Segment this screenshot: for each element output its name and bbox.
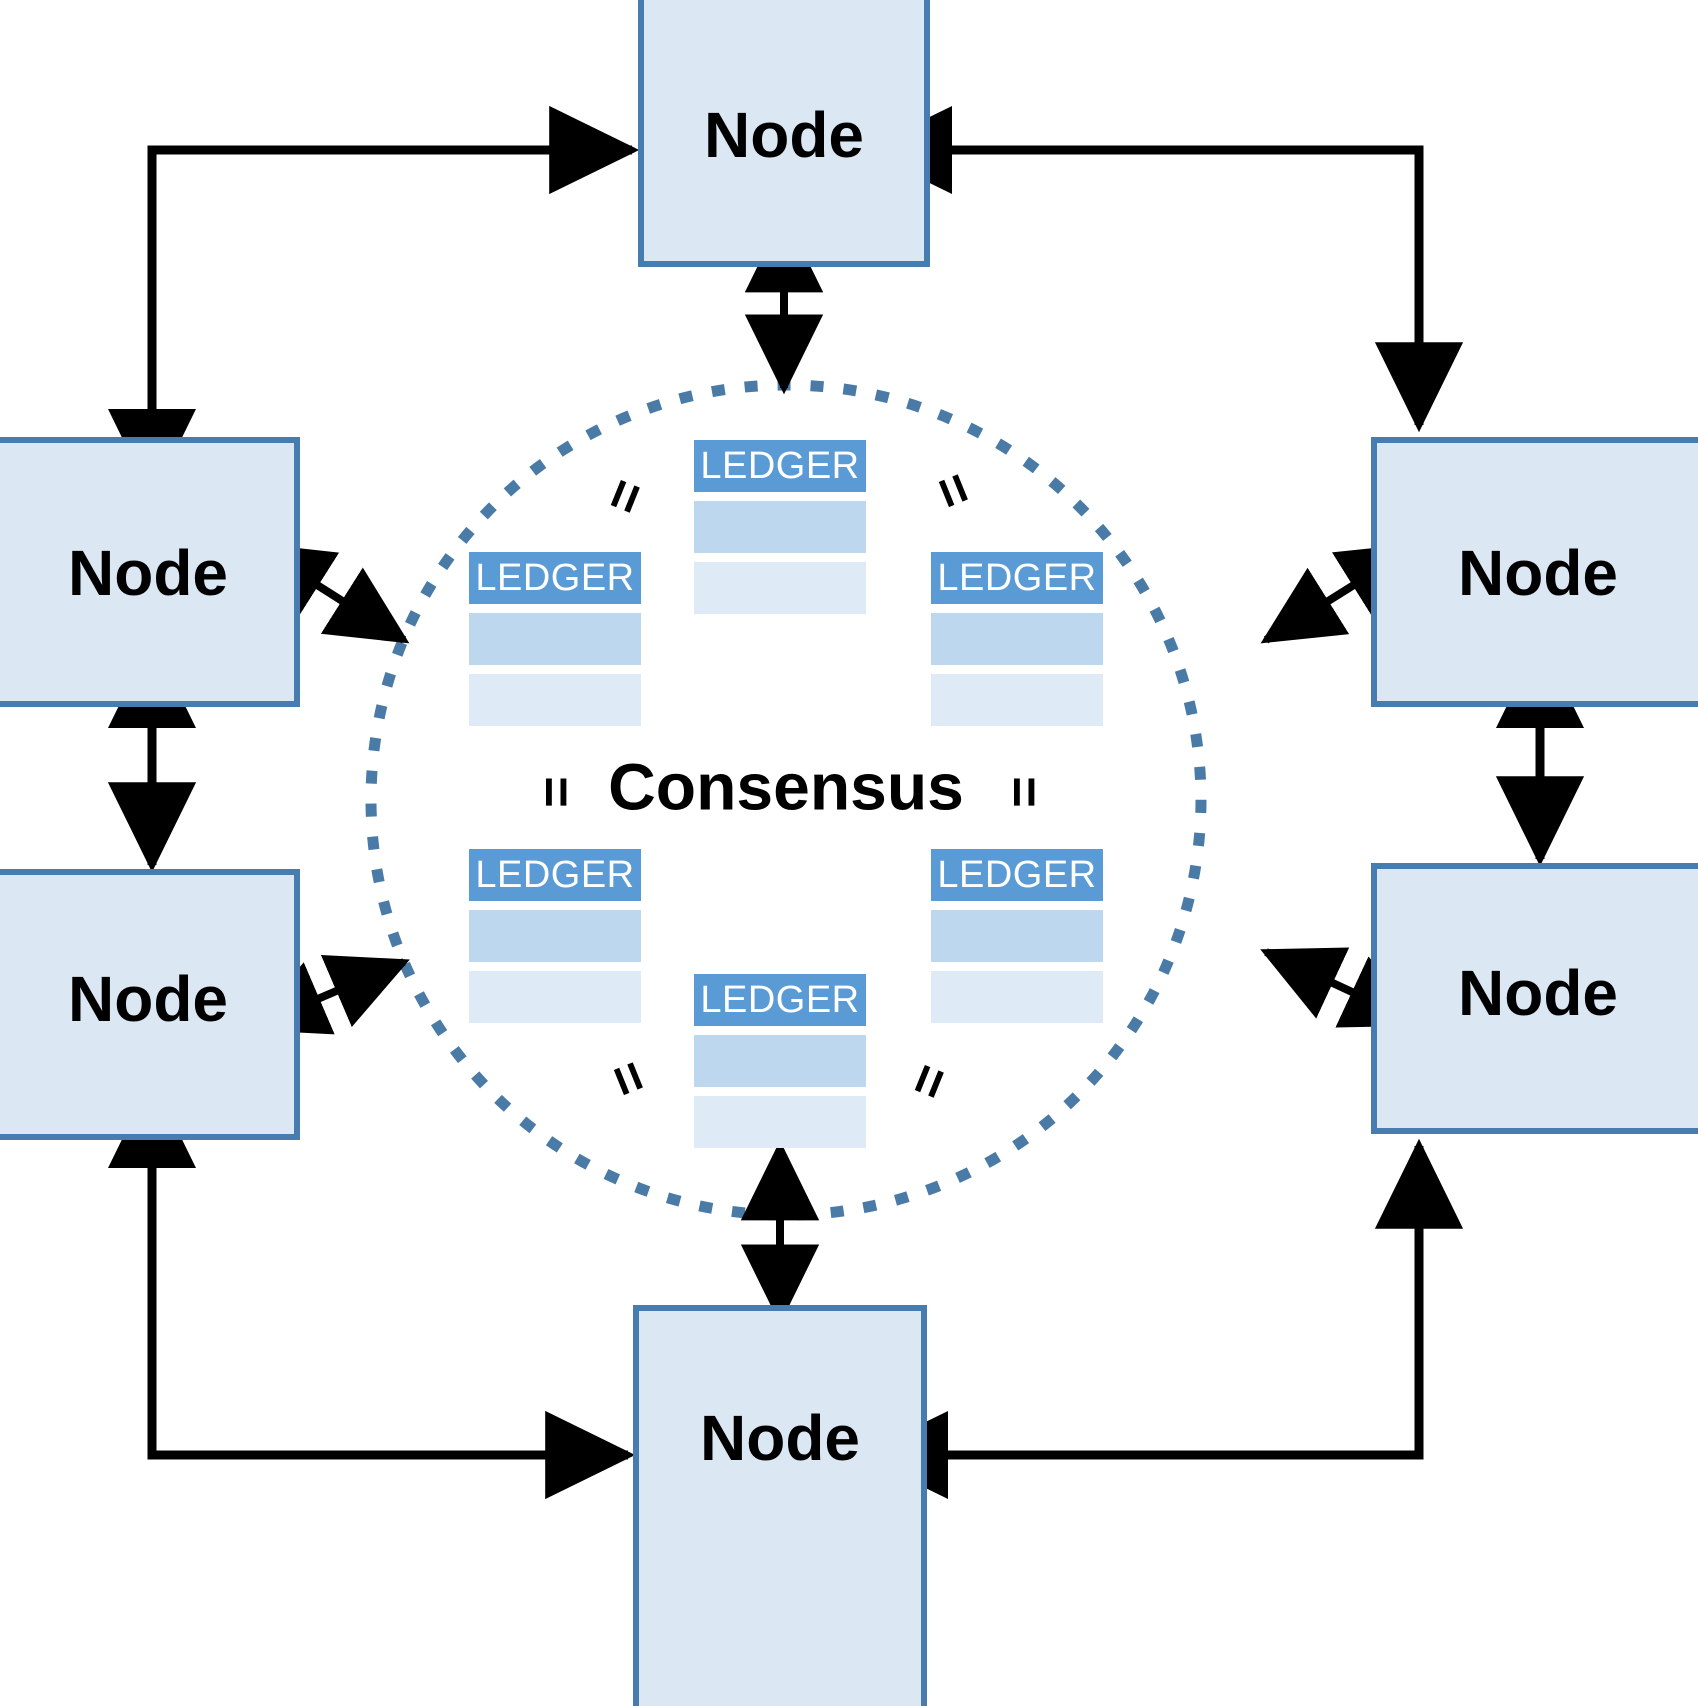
- ledger-bottom-label: LEDGER: [700, 979, 859, 1021]
- center-connectors: [245, 212, 1425, 1325]
- equals-sign-icon-mid-left: =: [527, 776, 587, 808]
- node-top-label: Node: [704, 99, 864, 171]
- node-box[interactable]: [638, 0, 930, 267]
- node-right-lower-label: Node: [1458, 957, 1618, 1029]
- node-box[interactable]: [1371, 863, 1698, 1134]
- ledger-row-mid: [694, 501, 866, 553]
- ledger-row-mid: [469, 613, 641, 665]
- node-right-upper-label: Node: [1458, 537, 1618, 609]
- ledger-row-mid: [469, 910, 641, 962]
- ledger-upper-left-label: LEDGER: [475, 557, 634, 599]
- ledger-lower-left[interactable]: LEDGER: [469, 849, 641, 1023]
- ledger-row-light: [931, 971, 1103, 1023]
- ledger-header: [931, 849, 1103, 901]
- ledger-header: [469, 552, 641, 604]
- ledger-bottom[interactable]: LEDGER: [694, 974, 866, 1148]
- ledger-row-light: [694, 562, 866, 614]
- node-left-upper-label: Node: [68, 537, 228, 609]
- ledger-upper-right-label: LEDGER: [937, 557, 1096, 599]
- conn-bottomleft-elbow: [107, 1078, 636, 1500]
- equals-sign-icon-mid-right: =: [995, 776, 1055, 808]
- node-box[interactable]: [633, 1305, 927, 1706]
- ledger-header: [931, 552, 1103, 604]
- equals-sign-icon-bottom-right: =: [896, 1056, 963, 1108]
- conn-topleft-elbow: [107, 105, 640, 499]
- ledger-top-label: LEDGER: [700, 445, 859, 487]
- equals-sign-icon-top-left: =: [592, 471, 659, 523]
- ledger-header: [694, 974, 866, 1026]
- node-bottom-label: Node: [700, 1402, 860, 1474]
- ledger-row-light: [469, 971, 641, 1023]
- node-box[interactable]: [0, 869, 300, 1140]
- node-right-lower[interactable]: Node: [1371, 863, 1698, 1134]
- conn-bottomright-elbow: [858, 1138, 1464, 1500]
- outer-connectors: [107, 105, 1585, 1500]
- consensus-label: Consensus: [608, 749, 964, 823]
- ledger-header: [469, 849, 641, 901]
- ledger-row-light: [694, 1096, 866, 1148]
- conn-left-upper-to-center: [250, 542, 410, 644]
- node-right-upper[interactable]: Node: [1371, 437, 1698, 707]
- ledger-header: [694, 440, 866, 492]
- node-left-lower-label: Node: [68, 963, 228, 1035]
- conn-topright-elbow: [862, 105, 1464, 433]
- ledger-row-light: [931, 674, 1103, 726]
- ledger-row-mid: [931, 613, 1103, 665]
- equals-sign-icon-top-right: =: [920, 465, 987, 517]
- conn-right-lower-to-center: [1260, 947, 1425, 1028]
- node-left-lower[interactable]: Node: [0, 869, 300, 1140]
- ledger-lower-left-label: LEDGER: [475, 854, 634, 896]
- ledger-row-light: [469, 674, 641, 726]
- node-top[interactable]: Node: [638, 0, 930, 267]
- node-bottom[interactable]: Node: [633, 1305, 927, 1706]
- conn-left-lower-to-center: [245, 954, 410, 1035]
- node-left-upper[interactable]: Node: [0, 437, 300, 707]
- ledger-top[interactable]: LEDGER: [694, 440, 866, 614]
- ledger-stacks: LEDGER LEDGER LEDGER LEDGER: [469, 440, 1103, 1148]
- node-box[interactable]: [0, 437, 300, 707]
- ledger-row-mid: [931, 910, 1103, 962]
- equals-sign-icon-bottom-left: =: [595, 1053, 662, 1105]
- ledger-lower-right[interactable]: LEDGER: [931, 849, 1103, 1023]
- ledger-row-mid: [694, 1035, 866, 1087]
- ledger-upper-left[interactable]: LEDGER: [469, 552, 641, 726]
- node-box[interactable]: [1371, 437, 1698, 707]
- ledger-upper-right[interactable]: LEDGER: [931, 552, 1103, 726]
- conn-right-upper-to-center: [1260, 543, 1421, 644]
- ledger-lower-right-label: LEDGER: [937, 854, 1096, 896]
